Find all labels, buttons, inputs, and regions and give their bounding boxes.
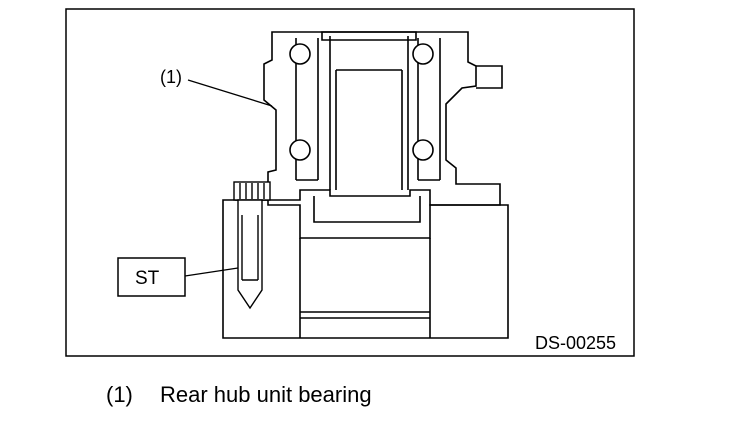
st-bolt-knurl bbox=[239, 183, 265, 199]
bearing-ball-upper-left bbox=[289, 43, 311, 65]
legend-item-text: Rear hub unit bearing bbox=[160, 382, 372, 407]
legend-item-1: (1) Rear hub unit bearing bbox=[106, 381, 372, 409]
hub-outer-race bbox=[235, 31, 501, 206]
st-bolt-shank bbox=[237, 199, 263, 310]
bearing-ball-lower-right bbox=[412, 139, 434, 161]
special-tool-recess bbox=[299, 238, 431, 338]
bearing-ball-lower-left bbox=[289, 139, 311, 161]
hub-spindle bbox=[321, 31, 417, 190]
hub-lower-collar bbox=[313, 196, 421, 223]
st-bolt-hole bbox=[241, 215, 259, 281]
legend-item-number: (1) bbox=[106, 382, 133, 407]
bearing-ball-upper-right bbox=[412, 43, 434, 65]
figure-frame bbox=[65, 8, 635, 357]
st-label: ST bbox=[135, 268, 160, 289]
hub-flange-ear bbox=[476, 65, 503, 89]
callout-1-leader bbox=[187, 79, 273, 107]
st-label-box bbox=[117, 257, 186, 297]
st-leader bbox=[184, 267, 239, 277]
callout-1-label: (1) bbox=[160, 67, 182, 87]
figure-code: DS-00255 bbox=[535, 333, 616, 353]
